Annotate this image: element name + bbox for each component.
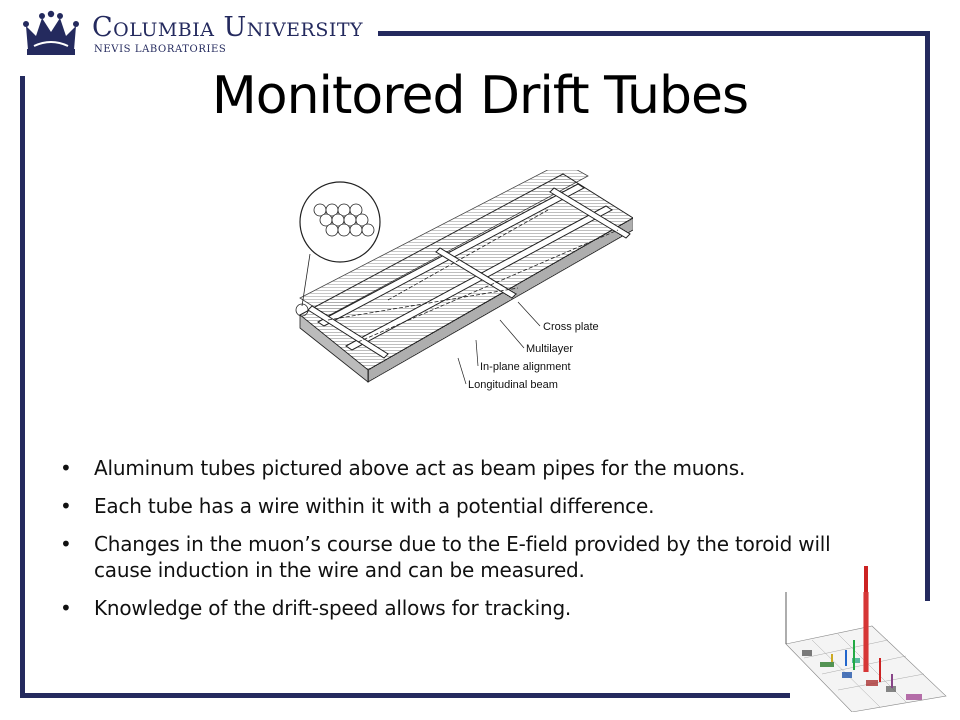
bullet-item: • Knowledge of the drift-speed allows for… <box>58 595 878 621</box>
frame-right-border <box>925 31 930 601</box>
label-multilayer: Multilayer <box>526 343 573 355</box>
bullet-icon: • <box>60 456 72 480</box>
bullet-icon: • <box>60 532 72 556</box>
bullet-icon: • <box>60 494 72 518</box>
bullet-text: Knowledge of the drift-speed allows for … <box>94 596 572 620</box>
crown-icon <box>23 10 79 55</box>
bullet-text: Each tube has a wire within it with a po… <box>94 494 655 518</box>
bullet-text: Changes in the muon’s course due to the … <box>94 532 831 582</box>
bullet-item: • Aluminum tubes pictured above act as be… <box>58 455 878 481</box>
columbia-logo: Columbia University NEVIS LABORATORIES <box>22 10 364 60</box>
laboratory-name: NEVIS LABORATORIES <box>94 44 227 55</box>
frame-bottom-border <box>20 693 790 698</box>
bullet-item: • Changes in the muon’s course due to the… <box>58 531 878 583</box>
slide-title: Monitored Drift Tubes <box>211 66 749 126</box>
bullet-text: Aluminum tubes pictured above act as bea… <box>94 456 746 480</box>
decorative-histogram <box>785 566 947 712</box>
bullet-list: • Aluminum tubes pictured above act as be… <box>58 455 878 633</box>
label-cross-plate: Cross plate <box>543 321 599 333</box>
drift-tube-diagram: Cross plate Multilayer In-plane alignmen… <box>295 170 633 391</box>
frame-top-border <box>378 31 930 36</box>
bullet-item: • Each tube has a wire within it with a p… <box>58 493 878 519</box>
label-longitudinal-beam: Longitudinal beam <box>468 379 558 391</box>
bullet-icon: • <box>60 596 72 620</box>
university-name: Columbia University <box>92 12 364 43</box>
label-in-plane-alignment: In-plane alignment <box>480 361 571 373</box>
frame-left-border <box>20 76 25 698</box>
